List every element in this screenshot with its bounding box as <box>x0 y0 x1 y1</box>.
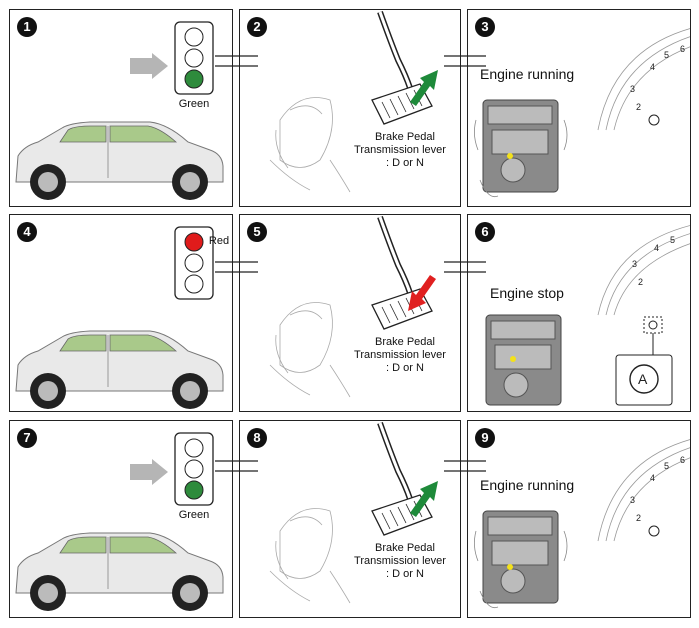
traffic-light-red <box>174 226 214 300</box>
pedal-label: Brake Pedal <box>375 336 435 348</box>
step-panel-2: 2 Brake Pedal Transmission lever : D or … <box>239 9 461 207</box>
engine-and-gauge: 23 4 5 A <box>485 225 690 406</box>
lever-value: : D or N <box>386 362 424 374</box>
engine-and-gauge: 23 4 5 6 <box>474 28 690 198</box>
step-panel-1: 1 Green <box>9 9 233 207</box>
traffic-light-green <box>130 21 214 95</box>
light-label: Green <box>178 509 210 521</box>
car-icon <box>15 121 224 200</box>
step-number: 2 <box>247 17 267 37</box>
lever-value: : D or N <box>386 568 424 580</box>
engine-and-gauge: 23 4 5 6 <box>474 439 690 609</box>
lever-label: Transmission lever <box>354 144 446 156</box>
step-number: 4 <box>17 222 37 242</box>
engine-label: Engine running <box>480 66 575 82</box>
svg-text:4: 4 <box>650 62 655 72</box>
svg-text:A: A <box>638 371 648 387</box>
light-label: Green <box>178 98 210 110</box>
svg-text:3: 3 <box>632 259 637 269</box>
svg-text:4: 4 <box>650 473 655 483</box>
svg-text:5: 5 <box>670 235 675 245</box>
pedal-label: Brake Pedal <box>375 542 435 554</box>
svg-text:6: 6 <box>680 44 685 54</box>
grey-arrow-icon <box>130 459 168 485</box>
svg-text:2: 2 <box>636 513 641 523</box>
step-number: 5 <box>247 222 267 242</box>
step-number: 9 <box>475 428 495 448</box>
step-panel-8: 8 Brake Pedal Transmission lever : D or … <box>239 420 461 618</box>
svg-text:5: 5 <box>664 461 669 471</box>
step-number: 3 <box>475 17 495 37</box>
step-panel-5: 5 Brake Pedal Transmission lever : D or … <box>239 214 461 412</box>
car-icon <box>15 330 224 409</box>
brake-pedal-pressed-illustration <box>269 10 438 193</box>
step-number: 6 <box>475 222 495 242</box>
step-number: 1 <box>17 17 37 37</box>
step-panel-4: 4 Red <box>9 214 233 412</box>
pedal-label: Brake Pedal <box>375 131 435 143</box>
brake-pedal-released-illustration <box>269 421 438 604</box>
svg-text:2: 2 <box>636 102 641 112</box>
step-number: 8 <box>247 428 267 448</box>
engine-label: Engine running <box>480 477 575 493</box>
car-icon <box>15 532 224 611</box>
lever-label: Transmission lever <box>354 349 446 361</box>
engine-label: Engine stop <box>490 285 564 301</box>
brake-pedal-pressed-illustration <box>269 215 436 398</box>
green-release-arrow-icon <box>410 481 438 517</box>
light-label: Red <box>208 235 230 247</box>
svg-text:6: 6 <box>680 455 685 465</box>
step-panel-7: 7 Green <box>9 420 233 618</box>
red-press-arrow-icon <box>408 275 436 311</box>
lever-label: Transmission lever <box>354 555 446 567</box>
svg-text:5: 5 <box>664 50 669 60</box>
step-number: 7 <box>17 428 37 448</box>
svg-text:3: 3 <box>630 495 635 505</box>
traffic-light-green <box>130 432 214 506</box>
lever-value: : D or N <box>386 157 424 169</box>
svg-text:3: 3 <box>630 84 635 94</box>
svg-text:2: 2 <box>638 277 643 287</box>
grey-arrow-icon <box>130 53 168 79</box>
green-release-arrow-icon <box>410 70 438 106</box>
svg-text:4: 4 <box>654 243 659 253</box>
auto-stop-indicator-icon <box>615 354 673 406</box>
